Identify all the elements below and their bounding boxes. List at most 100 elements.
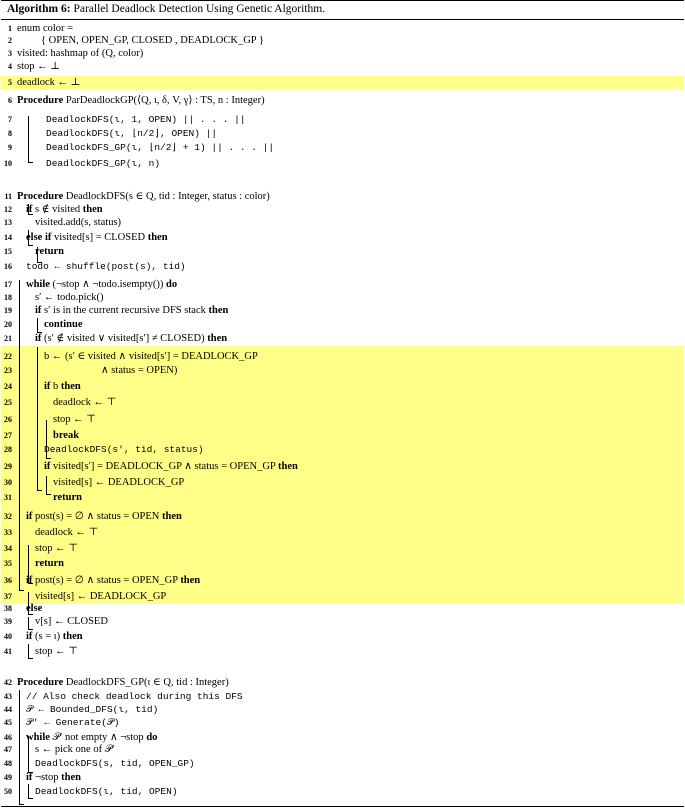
- line-number: 11: [4, 192, 12, 201]
- code-line: visited[s] ← DEADLOCK_GP: [35, 591, 167, 602]
- code-line: return: [35, 246, 64, 257]
- code-line: s′ ← todo.pick(): [35, 292, 104, 303]
- block-bracket: [28, 736, 33, 773]
- code-line: if visited[s′] = DEADLOCK_GP ∧ status = …: [44, 461, 298, 472]
- block-bracket: [28, 545, 33, 584]
- code-line: todo ← shuffle(post(s), tid): [26, 261, 186, 272]
- block-bracket: [37, 247, 42, 263]
- code-line: if post(s) = ∅ ∧ status = OPEN_GP then: [26, 575, 201, 586]
- code-line: { OPEN, OPEN_GP, CLOSED , DEADLOCK_GP }: [41, 35, 264, 46]
- line-number: 44: [4, 705, 12, 714]
- code-line: DeadlockDFS(ι, ⌊n/2⌋, OPEN) ||: [46, 128, 218, 139]
- line-number: 30: [4, 478, 12, 487]
- code-line: // Also check deadlock during this DFS: [26, 691, 243, 702]
- line-number: 27: [4, 431, 12, 440]
- line-number: 1: [8, 24, 12, 33]
- highlight-band: [1, 76, 684, 90]
- line-number: 31: [4, 493, 12, 502]
- code-line: stop ← ⊤: [35, 646, 79, 657]
- code-line: deadlock ← ⊤: [35, 527, 99, 538]
- line-number: 21: [4, 334, 12, 343]
- line-number: 9: [8, 143, 12, 152]
- code-line: Procedure DeadlockDFS_GP(ι ∈ Q, tid : In…: [17, 677, 229, 688]
- line-number: 33: [4, 528, 12, 537]
- line-number: 45: [4, 718, 12, 727]
- line-number: 34: [4, 544, 12, 553]
- code-line: Procedure ParDeadlockGP(⟨Q, ι, δ, V, γ⟩ …: [17, 95, 265, 106]
- block-bracket: [37, 347, 42, 491]
- code-line: if b then: [44, 381, 81, 392]
- line-number: 41: [4, 647, 12, 656]
- code-line: DeadlockDFS(s, tid, OPEN_GP): [35, 758, 195, 769]
- line-number: 7: [8, 115, 12, 124]
- block-bracket: [28, 617, 33, 630]
- caption-rule: [1, 19, 684, 20]
- line-number: 15: [4, 247, 12, 256]
- code-line: if s′ is in the current recursive DFS st…: [35, 305, 229, 316]
- block-bracket: [28, 116, 33, 163]
- code-line: if s ∉ visited then: [26, 204, 103, 215]
- line-number: 19: [4, 306, 12, 315]
- caption-label: Algorithm 6:: [7, 3, 71, 15]
- block-bracket: [19, 280, 24, 591]
- line-number: 42: [4, 678, 12, 687]
- code-line: 𝒫′ ← Generate(𝒫): [26, 717, 120, 728]
- code-line: return: [35, 558, 64, 569]
- code-line: deadlock ← ⊤: [53, 397, 117, 408]
- code-line: enum color =: [17, 23, 74, 34]
- line-number: 40: [4, 632, 12, 641]
- line-number: 18: [4, 293, 12, 302]
- code-line: DeadlockDFS(s′, tid, status): [44, 444, 204, 455]
- line-number: 48: [4, 759, 12, 768]
- line-number: 13: [4, 218, 12, 227]
- code-line: deadlock ← ⊥: [17, 77, 81, 88]
- code-line: else if visited[s] = CLOSED then: [26, 232, 168, 243]
- line-number: 46: [4, 733, 12, 742]
- code-line: DeadlockDFS_GP(ι, n): [46, 158, 161, 169]
- code-line: if post(s) = ∅ ∧ status = OPEN then: [26, 511, 182, 522]
- code-line: visited.add(s, status): [35, 217, 122, 228]
- line-number: 38: [4, 604, 12, 613]
- top-rule: [1, 0, 684, 1]
- line-number: 8: [8, 129, 12, 138]
- line-number: 6: [8, 96, 12, 105]
- line-number: 20: [4, 320, 12, 329]
- code-line: return: [53, 492, 82, 503]
- line-number: 10: [4, 159, 12, 168]
- line-number: 43: [4, 692, 12, 701]
- code-line: s ← pick one of 𝒫′: [35, 744, 115, 755]
- code-line: Procedure DeadlockDFS(s ∈ Q, tid : Integ…: [17, 191, 270, 202]
- line-number: 32: [4, 512, 12, 521]
- line-number: 37: [4, 592, 12, 601]
- algorithm-caption: Algorithm 6: Parallel Deadlock Detection…: [7, 3, 325, 15]
- block-bracket: [46, 420, 51, 459]
- code-line: stop ← ⊤: [53, 414, 97, 425]
- code-line: if (s = ι) then: [26, 631, 83, 642]
- line-number: 49: [4, 773, 12, 782]
- code-line: DeadlockDFS(ι, 1, OPEN) || . . . ||: [46, 114, 246, 125]
- line-number: 26: [4, 415, 12, 424]
- block-bracket: [28, 592, 33, 615]
- line-number: 28: [4, 445, 12, 454]
- code-line: if (s′ ∉ visited ∨ visited[s′] ≠ CLOSED)…: [35, 333, 228, 344]
- code-line: stop ← ⊥: [17, 61, 61, 72]
- code-line: b ← (s′ ∈ visited ∧ visited[s′] = DEADLO…: [44, 351, 258, 362]
- block-bracket: [37, 318, 42, 333]
- line-number: 25: [4, 398, 12, 407]
- code-line: break: [53, 430, 80, 441]
- line-number: 12: [4, 205, 12, 214]
- line-number: 35: [4, 559, 12, 568]
- highlight-band: [1, 346, 684, 462]
- code-line: v[s] ← CLOSED: [35, 616, 108, 627]
- highlight-band: [1, 508, 684, 574]
- code-line: DeadlockDFS_GP(ι, ⌊n/2⌋ + 1) || . . . ||: [46, 142, 275, 153]
- code-line: DeadlockDFS(ι, tid, OPEN): [35, 786, 178, 797]
- line-number: 14: [4, 233, 12, 242]
- code-line: else: [26, 603, 43, 614]
- line-number: 36: [4, 576, 12, 585]
- block-bracket: [28, 784, 33, 799]
- block-bracket: [28, 204, 33, 215]
- code-line: visited: hashmap of (Q, color): [17, 48, 144, 59]
- highlight-band: [1, 460, 684, 508]
- block-bracket: [19, 690, 24, 805]
